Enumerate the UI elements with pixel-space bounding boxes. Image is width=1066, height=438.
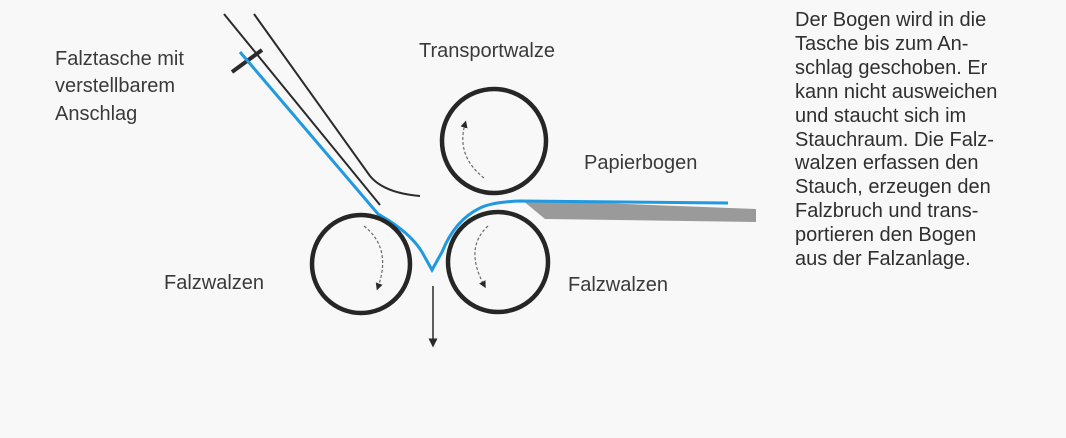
feed-table — [522, 200, 756, 222]
description-line: Stauch, erzeugen den — [795, 176, 991, 199]
curved-arrow-icon — [363, 225, 384, 291]
feed-table-surface — [522, 200, 756, 222]
fold-roller-left — [309, 212, 413, 316]
paper-sheet — [238, 51, 729, 274]
fold-pocket-label: Falztasche mit verstellbarem Anschlag — [55, 48, 190, 125]
description-line: kann nicht ausweichen — [795, 80, 998, 103]
fold-pocket-inner-wall — [253, 13, 421, 197]
description-line: portieren den Bogen — [795, 224, 977, 247]
fold-roller-right — [445, 209, 551, 315]
transport-roller-circle — [439, 86, 549, 196]
transport-roller-label: Transportwalze — [419, 40, 555, 62]
description-line: aus der Falzanlage. — [795, 248, 971, 271]
description-line: und staucht sich im — [795, 104, 967, 127]
fold-pocket-label-line-2: verstellbarem — [55, 75, 175, 97]
description-line: Der Bogen wird in die — [795, 9, 987, 31]
fold-roller-left-circle — [309, 212, 413, 316]
description-line: Tasche bis zum An- — [795, 32, 969, 55]
fold-pocket-outer-wall — [223, 13, 381, 206]
description-line: Falzbruch und trans- — [795, 200, 979, 223]
description-line: walzen erfassen den — [795, 152, 979, 175]
description-line: Stauchraum. Die Falz- — [795, 128, 994, 151]
paper-sheet-label: Papierbogen — [584, 152, 697, 174]
fold-rollers-right-label: Falzwalzen — [568, 274, 668, 296]
curved-arrow-icon — [474, 225, 489, 289]
description-text: Der Bogen wird in die Tasche bis zum An-… — [795, 9, 1063, 272]
fold-roller-right-circle — [445, 209, 551, 315]
fold-pocket-label-line-3: Anschlag — [55, 103, 137, 125]
description-line: schlag geschoben. Er — [795, 56, 988, 79]
curved-arrow-icon — [460, 120, 485, 179]
transport-roller — [439, 86, 549, 196]
fold-pocket-label-line-1: Falztasche mit — [55, 48, 184, 70]
fold-rollers-left-label: Falzwalzen — [164, 272, 264, 294]
fold-pocket — [223, 13, 421, 206]
